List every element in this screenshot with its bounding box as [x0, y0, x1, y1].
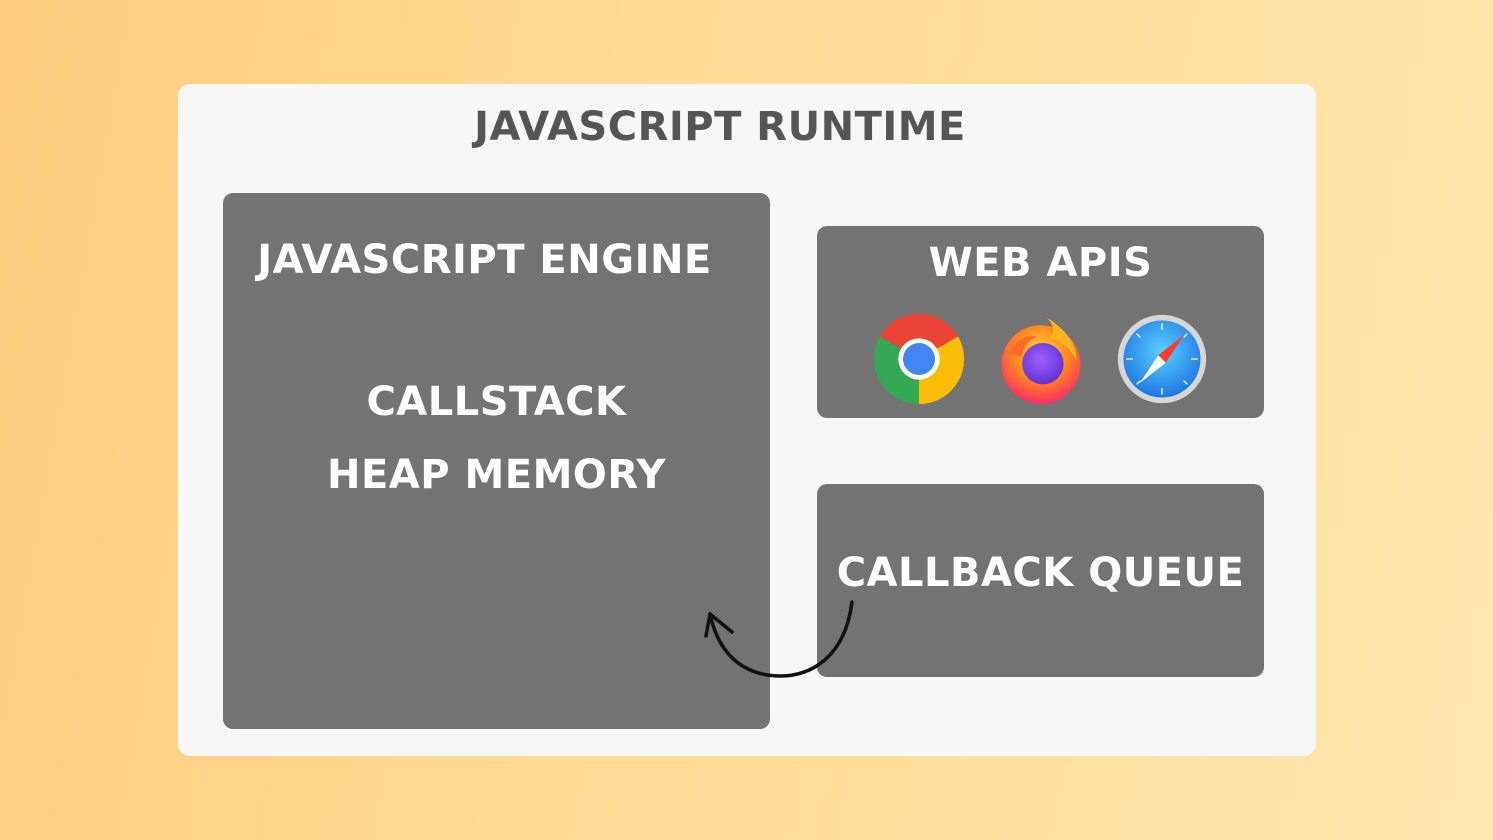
callstack-label: CALLSTACK: [366, 379, 627, 425]
heap-memory-label: HEAP MEMORY: [326, 452, 666, 498]
firefox-icon: [1001, 317, 1081, 405]
event-loop-arrow: [704, 600, 854, 678]
callback-queue-title: CALLBACK QUEUE: [836, 550, 1245, 596]
browser-icons-row: [817, 312, 1264, 406]
web-apis-box: WEB APIS: [817, 226, 1264, 418]
javascript-engine-box: JAVASCRIPT ENGINE CALLSTACK HEAP MEMORY: [223, 193, 770, 729]
web-apis-title: WEB APIS: [928, 240, 1153, 286]
chrome-icon: [873, 313, 965, 405]
engine-title: JAVASCRIPT ENGINE: [257, 237, 712, 283]
safari-icon: [1117, 314, 1207, 404]
runtime-title: JAVASCRIPT RUNTIME: [474, 104, 966, 150]
callback-queue-box: CALLBACK QUEUE: [817, 484, 1264, 677]
